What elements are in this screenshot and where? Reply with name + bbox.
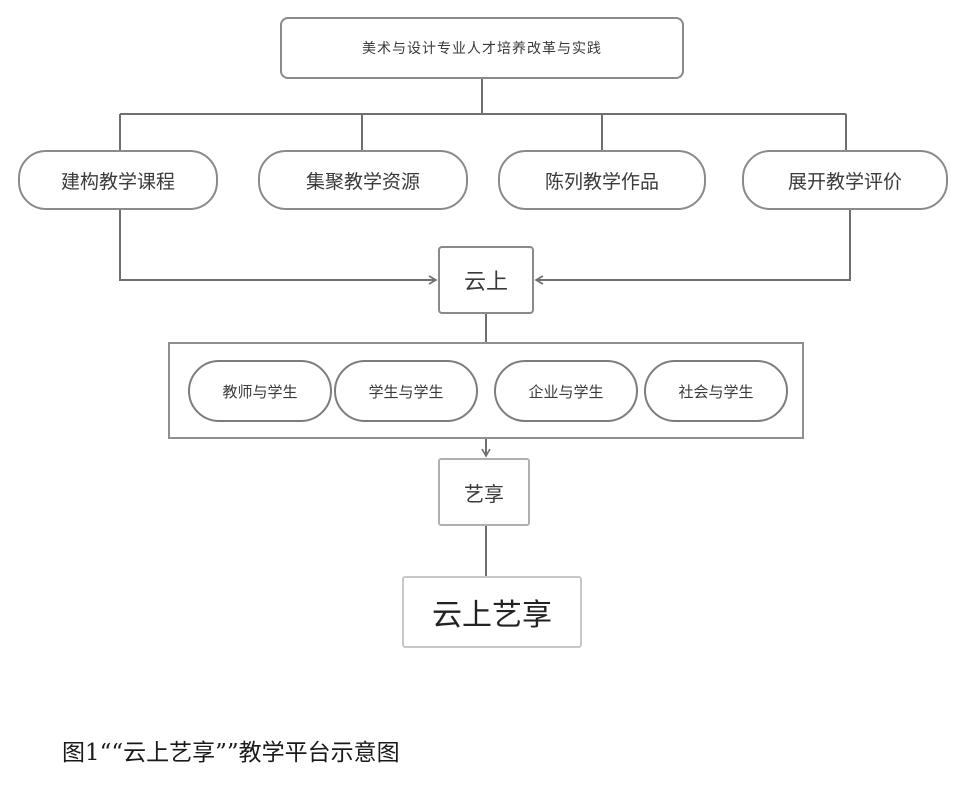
final-node: 云上艺享 [402,576,582,648]
pair-label-3: 企业与学生 [528,382,604,401]
figure-caption: 图1““云上艺享””教学平台示意图 [62,740,400,766]
pair-label-4: 社会与学生 [678,382,754,401]
cloud-node: 云上 [438,246,534,314]
branch-node-1: 建构教学课程 [18,150,218,210]
branch-node-2: 集聚教学资源 [258,150,468,210]
branch-label-2: 集聚教学资源 [305,170,420,193]
cloud-label: 云上 [463,270,508,295]
branch-label-1: 建构教学课程 [60,170,175,193]
branch-node-3: 陈列教学作品 [498,150,706,210]
pair-node-4: 社会与学生 [644,360,788,422]
root-label: 美术与设计专业人才培养改革与实践 [362,41,602,57]
branch-node-4: 展开教学评价 [742,150,948,210]
pair-node-3: 企业与学生 [494,360,638,422]
branch-label-4: 展开教学评价 [787,170,902,193]
share-node: 艺享 [438,458,530,526]
pair-node-1: 教师与学生 [188,360,332,422]
pair-node-2: 学生与学生 [334,360,478,422]
pair-label-2: 学生与学生 [368,382,444,401]
right-merge-arrow [534,210,851,285]
interaction-panel [168,342,804,439]
pair-label-1: 教师与学生 [222,382,298,401]
root-node: 美术与设计专业人才培养改革与实践 [280,17,684,79]
left-merge-arrow [119,210,438,285]
share-label: 艺享 [464,481,504,506]
branch-label-3: 陈列教学作品 [544,170,659,193]
final-label: 云上艺享 [432,598,552,633]
